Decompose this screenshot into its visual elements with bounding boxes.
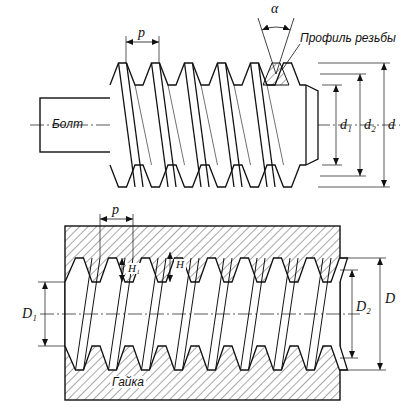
thread-edge (110, 63, 306, 85)
part-name: Гайка (110, 376, 146, 388)
dimension-line (170, 252, 171, 282)
extension-line (126, 36, 127, 63)
helix-line (152, 63, 169, 187)
part-name: Болт (52, 118, 83, 130)
diameter-symbol: d₁ (340, 118, 352, 132)
diameter-symbol: D₁ (22, 307, 37, 321)
dimension-line (126, 42, 159, 43)
bolt-end (306, 85, 318, 165)
diameter-symbol: D₂ (356, 300, 371, 314)
helix-line (168, 85, 185, 165)
helix-line (218, 63, 235, 187)
diameter-symbol: D (385, 292, 395, 306)
bolt-thread (110, 63, 318, 187)
leader-line (282, 44, 300, 70)
extension-line (100, 214, 101, 258)
helix-line (127, 63, 144, 187)
angle-arc (262, 27, 290, 30)
nut-dimensions (38, 258, 386, 370)
bolt-dimensions (318, 63, 390, 187)
dimension-line (122, 258, 123, 282)
helix-line (135, 85, 152, 165)
extension-line (133, 214, 134, 258)
extension-line (159, 36, 160, 63)
diameter-symbol: d (388, 118, 395, 132)
axis-line (40, 314, 360, 315)
helix-line (201, 85, 218, 165)
bolt-end (305, 85, 306, 165)
bolt-body (110, 63, 318, 187)
height-symbol: H (174, 259, 186, 270)
pitch-symbol: p (112, 203, 119, 217)
pitch-symbol: p (138, 26, 145, 40)
profile-label: Профиль резьбы (300, 32, 396, 44)
helix-line (193, 63, 210, 187)
helix-line (226, 63, 243, 187)
helix-line (119, 63, 136, 187)
diameter-symbol: d₂ (364, 118, 376, 132)
helix-line (267, 85, 284, 165)
dimension-line (100, 219, 133, 220)
helix-line (185, 63, 202, 187)
helix-line (234, 85, 251, 165)
angle-symbol: α (271, 2, 278, 16)
height-symbol: H₁ (126, 263, 142, 274)
angle-line (258, 18, 276, 74)
helix-line (160, 63, 177, 187)
